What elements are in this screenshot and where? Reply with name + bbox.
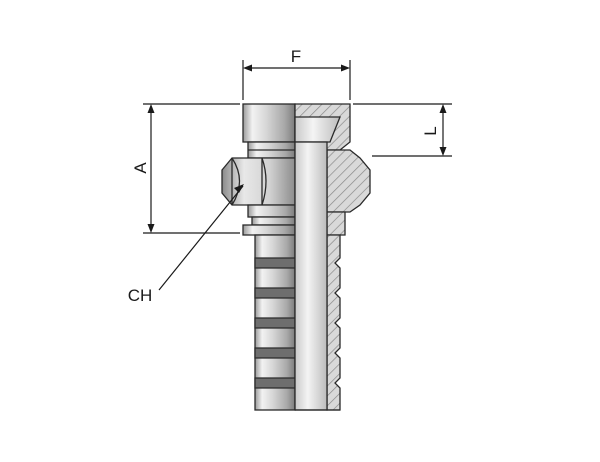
dim-l-label: L — [421, 126, 440, 135]
dimension-a: A — [131, 103, 240, 234]
dim-f-label: F — [291, 47, 301, 66]
dim-ch-label: CH — [128, 286, 153, 305]
stem-barbs — [254, 257, 296, 389]
hex-nut-cut — [326, 149, 371, 213]
stem-flange — [242, 224, 296, 236]
bore-cone — [294, 116, 341, 143]
hose-stem-cut — [326, 234, 341, 411]
dimension-l: L — [353, 103, 452, 157]
dimension-ch: CH — [128, 184, 244, 305]
shoulder-ring — [247, 204, 296, 218]
dim-a-label: A — [131, 162, 150, 174]
central-bore — [294, 141, 328, 411]
fitting-body — [221, 103, 371, 411]
thread-section — [242, 103, 296, 143]
dimension-f: F — [242, 47, 351, 100]
